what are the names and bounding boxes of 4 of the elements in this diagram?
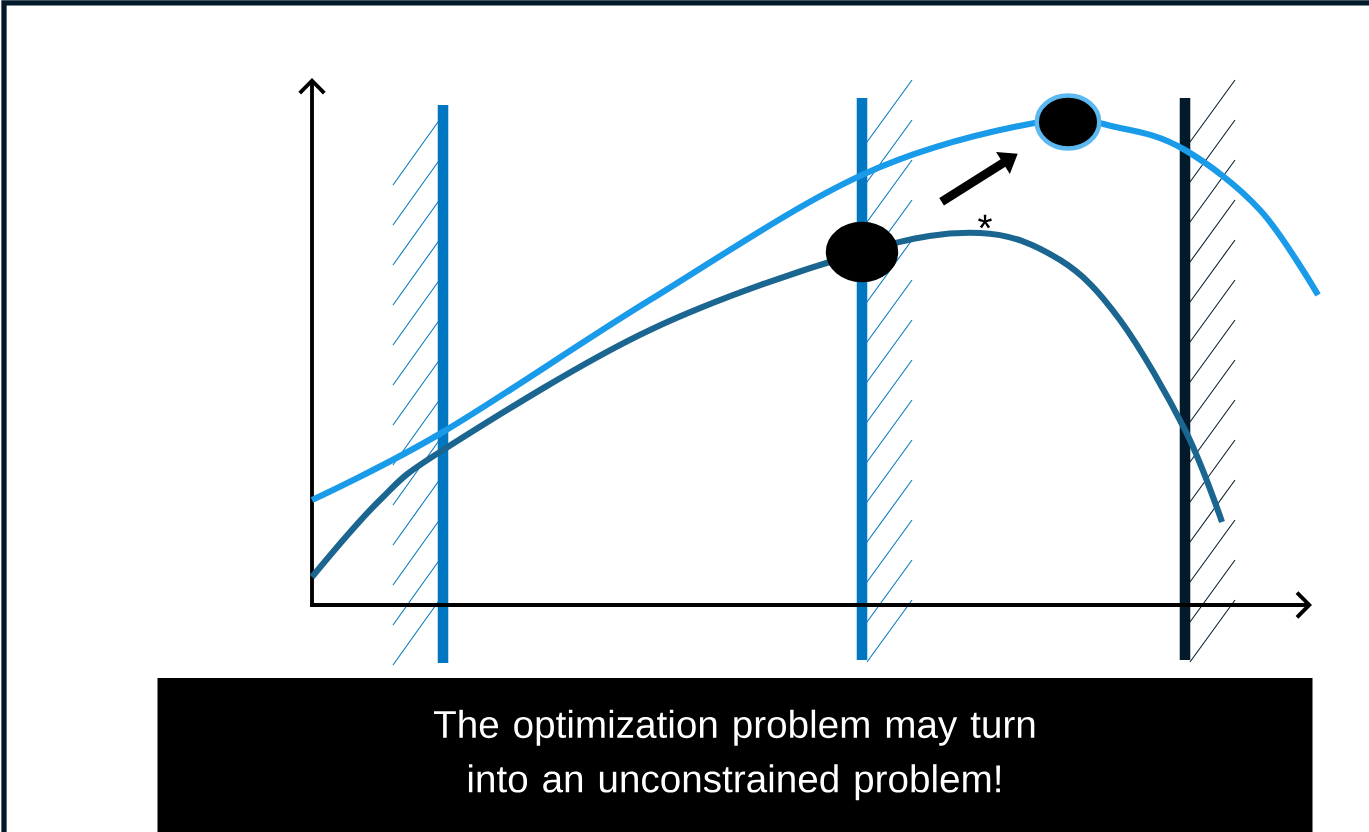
caption-box: The optimization problem may turn into an unconstrained problem!	[157, 678, 1313, 832]
optimum-mark: *	[978, 214, 992, 229]
point-marker	[1034, 93, 1102, 151]
point-marker	[825, 221, 899, 283]
